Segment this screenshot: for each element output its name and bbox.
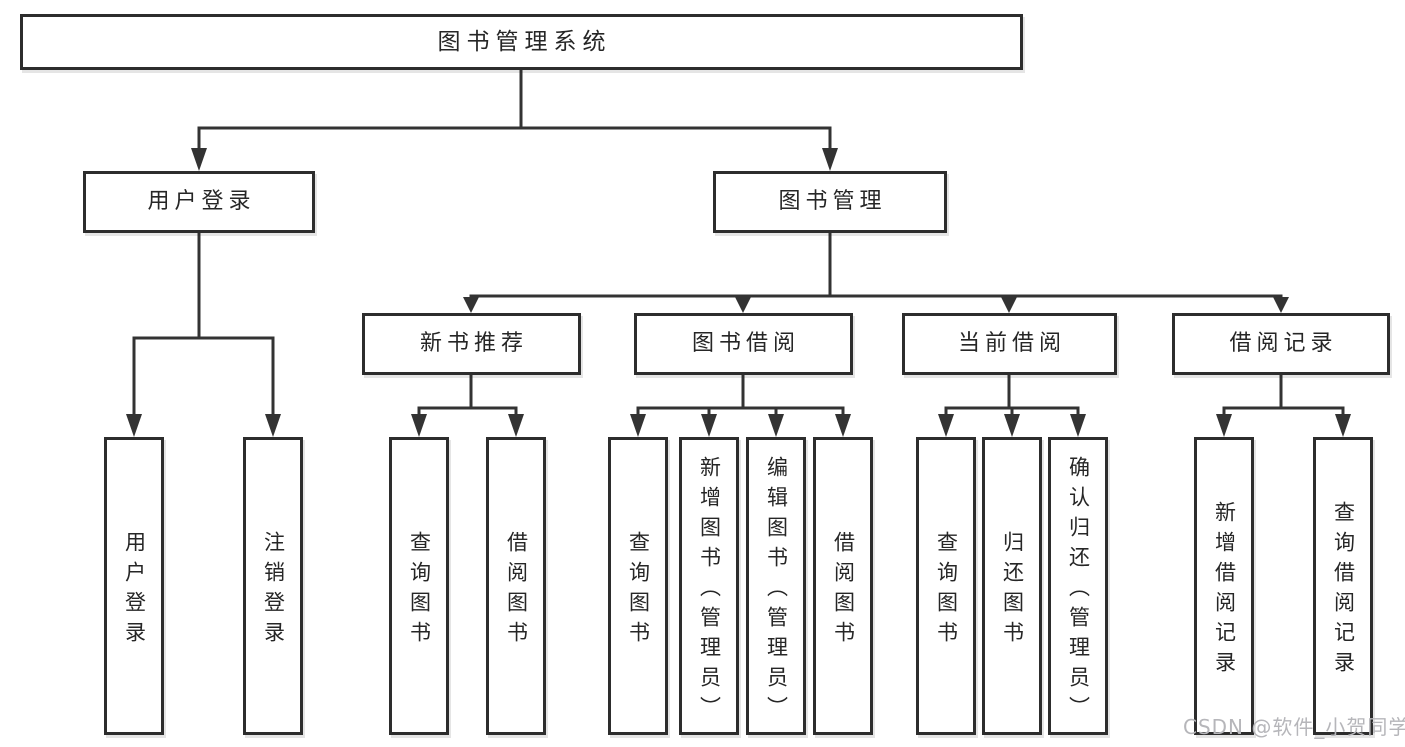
node-label: 借阅图书	[504, 530, 529, 651]
node-current-borrowing: 当前借阅	[902, 313, 1117, 375]
watermark: CSDN @软件_小贺同学	[1183, 715, 1405, 739]
node-label: 编辑图书（管理员）	[764, 455, 789, 726]
node-label: 新书推荐	[419, 331, 528, 356]
node-user-login-leaf: 用户登录	[104, 437, 164, 735]
node-query-books-borrowing: 查询图书	[608, 437, 668, 735]
node-label: 借阅图书	[831, 530, 856, 651]
node-user-login: 用户登录	[83, 171, 315, 233]
node-label: 查询借阅记录	[1331, 500, 1356, 681]
node-add-borrow-record: 新增借阅记录	[1194, 437, 1254, 735]
node-confirm-return-admin: 确认归还（管理员）	[1048, 437, 1108, 735]
node-label: 查询图书	[407, 530, 432, 651]
node-add-books-admin: 新增图书（管理员）	[679, 437, 739, 735]
node-borrow-books-recommend: 借阅图书	[486, 437, 546, 735]
node-label: 确认归还（管理员）	[1066, 455, 1091, 726]
node-logout: 注销登录	[243, 437, 303, 735]
node-label: 查询图书	[626, 530, 651, 651]
node-label: 当前借阅	[957, 331, 1066, 356]
node-book-borrowing: 图书借阅	[634, 313, 853, 375]
node-return-books: 归还图书	[982, 437, 1042, 735]
node-library-management-system: 图书管理系统	[20, 14, 1023, 70]
node-label: 用户登录	[122, 530, 147, 651]
node-label: 用户登录	[147, 189, 256, 214]
node-label: 注销登录	[261, 530, 286, 651]
node-query-books-recommend: 查询图书	[389, 437, 449, 735]
node-label: 图书管理系统	[437, 28, 612, 55]
node-label: 新增借阅记录	[1212, 500, 1237, 681]
node-label: 归还图书	[1000, 530, 1025, 651]
node-label: 图书借阅	[691, 331, 800, 356]
node-borrow-books-borrowing: 借阅图书	[813, 437, 873, 735]
node-label: 图书管理	[778, 189, 887, 214]
node-new-book-recommendation: 新书推荐	[362, 313, 581, 375]
node-edit-books-admin: 编辑图书（管理员）	[746, 437, 806, 735]
node-label: 借阅记录	[1229, 331, 1338, 356]
node-book-management: 图书管理	[713, 171, 947, 233]
node-borrowing-records: 借阅记录	[1172, 313, 1390, 375]
node-label: 查询图书	[934, 530, 959, 651]
node-label: 新增图书（管理员）	[697, 455, 722, 726]
node-query-borrow-record: 查询借阅记录	[1313, 437, 1373, 735]
node-query-books-current: 查询图书	[916, 437, 976, 735]
